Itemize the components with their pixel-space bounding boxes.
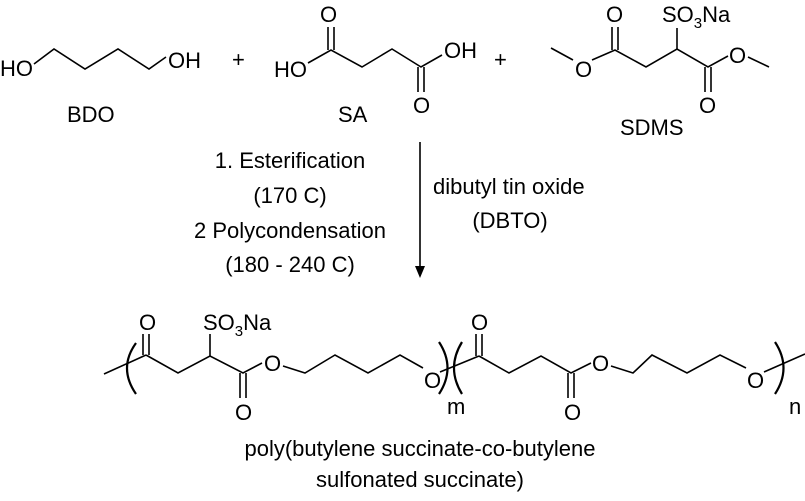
unit1-acid-chain — [145, 354, 263, 374]
bracket-close-n — [774, 341, 785, 395]
catalyst-abbr: (DBTO) — [472, 208, 547, 233]
arrowhead-icon — [415, 266, 425, 278]
subscript-n: n — [789, 394, 801, 419]
bracket-open-m — [125, 342, 137, 395]
unit1-o-top: O — [139, 310, 156, 335]
unit1-o-end: O — [424, 368, 441, 393]
unit1-o-bottom: O — [235, 400, 252, 425]
sdms-so3na: SO3Na — [662, 2, 731, 32]
unit2-o-ester: O — [592, 351, 609, 376]
product-name-line1: poly(butylene succinate-co-butylene — [245, 436, 596, 461]
sa-oh: OH — [444, 38, 477, 63]
unit2-acid-chain — [478, 355, 592, 374]
unit1-so3na: SO3Na — [203, 310, 272, 340]
subscript-m: m — [447, 394, 465, 419]
plus-sign: + — [232, 47, 245, 72]
sdms-chain — [591, 48, 729, 68]
condition-temp1: (170 C) — [253, 183, 326, 208]
unit1-butylene-chain — [282, 354, 424, 374]
sdms-o-bottom: O — [699, 93, 716, 118]
bdo-label: BDO — [67, 102, 115, 127]
sa-molecule: HO O O OH SA — [274, 2, 477, 127]
sdms-o-ester-right: O — [729, 43, 746, 68]
sa-o-bottom: O — [413, 93, 430, 118]
condition-step1: 1. Esterification — [215, 148, 365, 173]
condition-step2: 2 Polycondensation — [194, 218, 386, 243]
sa-chain — [307, 48, 443, 68]
unit1-o-ester: O — [264, 351, 281, 376]
unit2-o-end: O — [747, 368, 764, 393]
plus-sign: + — [494, 47, 507, 72]
condition-temp2: (180 - 240 C) — [225, 252, 355, 277]
sdms-o-ester-left: O — [575, 57, 592, 82]
sdms-molecule: O O SO3Na O O SDMS — [550, 2, 770, 140]
sdms-label: SDMS — [620, 115, 684, 140]
sa-o-top: O — [320, 2, 337, 27]
product-name-line2: sulfonated succinate) — [316, 467, 524, 492]
product-polymer: O SO3Na O O O m O O O O n — [103, 310, 805, 425]
bdo-chain — [33, 48, 167, 70]
unit2-o-top: O — [471, 310, 488, 335]
catalyst-name: dibutyl tin oxide — [433, 174, 585, 199]
bdo-oh: OH — [168, 48, 201, 73]
bdo-ho: HO — [0, 56, 33, 81]
reaction-arrow — [415, 142, 425, 278]
unit2-o-bottom: O — [564, 400, 581, 425]
bracket-open-n — [452, 341, 463, 395]
bracket-close-m — [438, 341, 449, 395]
sdms-o-top: O — [606, 2, 623, 27]
unit2-butylene-chain — [610, 354, 747, 374]
bdo-molecule: HO OH BDO — [0, 48, 201, 127]
sa-ho: HO — [274, 57, 307, 82]
sa-label: SA — [338, 102, 368, 127]
